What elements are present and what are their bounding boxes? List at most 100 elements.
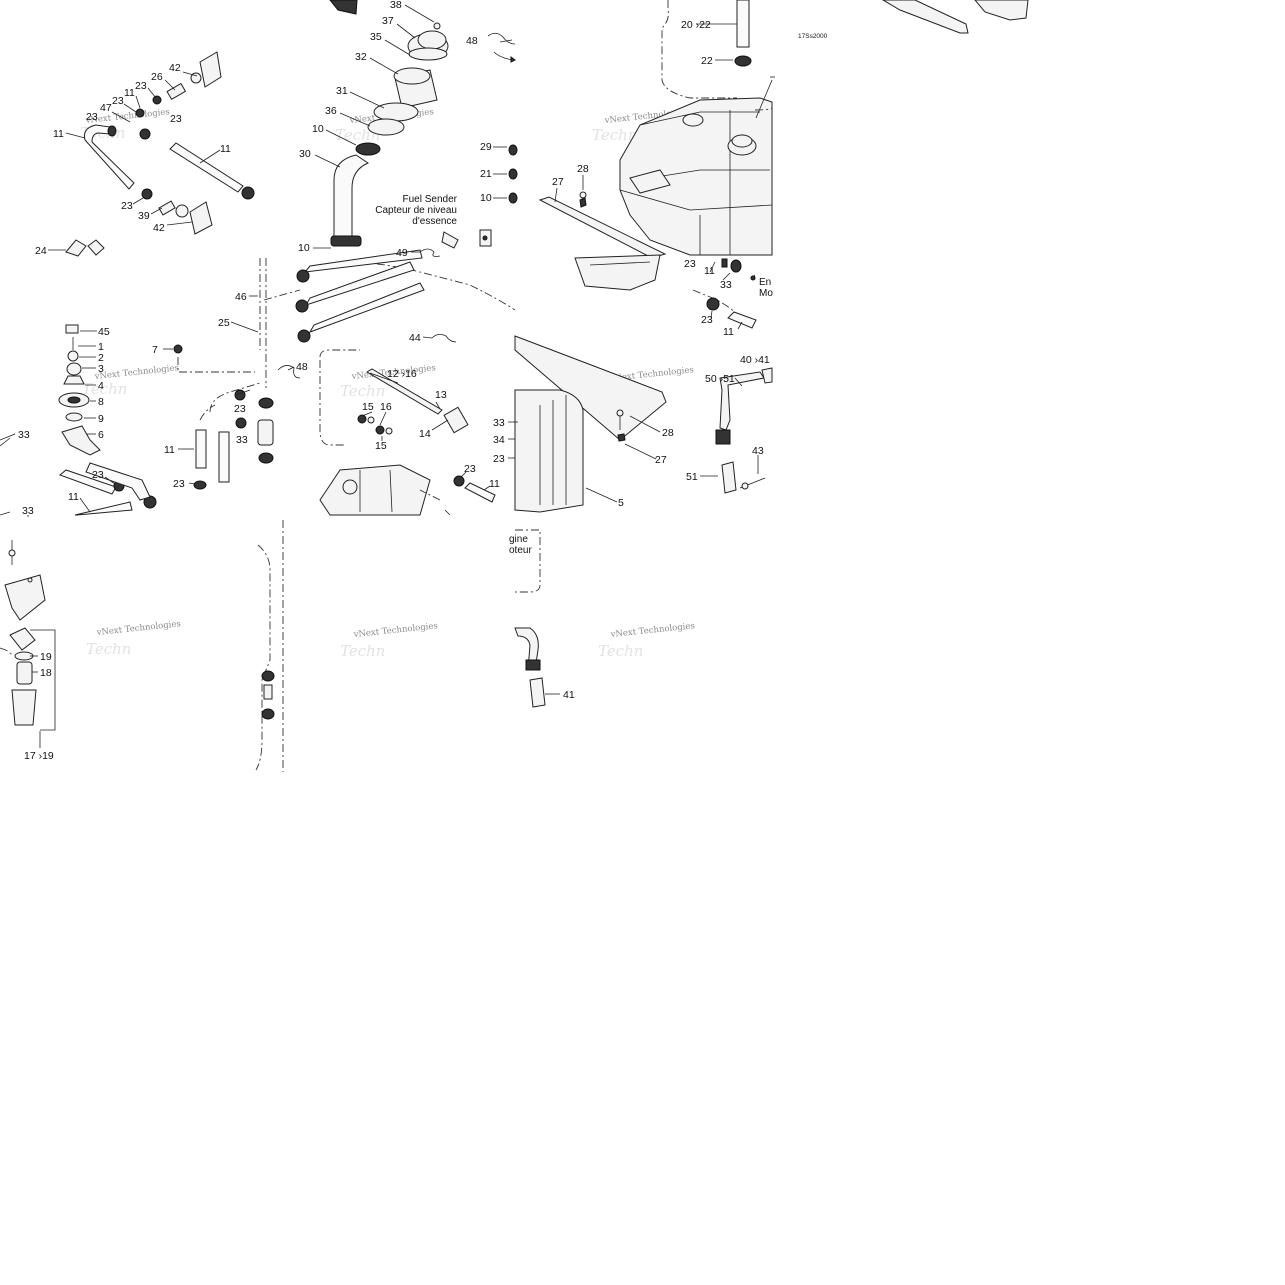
- callout-21: 21: [480, 168, 492, 180]
- callout-11: 11: [53, 128, 64, 140]
- callout-35: 35: [370, 31, 382, 43]
- watermark-text: vNext Technologies: [609, 621, 695, 640]
- callout-12-16: 12 ›16: [387, 368, 417, 380]
- callout-11: 11: [124, 87, 135, 99]
- fuel-sender-caption-line1: Fuel Sender: [403, 194, 458, 205]
- callout-16: 16: [380, 401, 392, 413]
- callout-23: 23: [684, 258, 696, 270]
- callout-28: 28: [662, 427, 674, 439]
- watermark-bg: Techn: [340, 382, 385, 400]
- callout-33: 33: [493, 417, 505, 429]
- callout-49: 49: [396, 247, 408, 259]
- callout-38: 38: [390, 0, 402, 11]
- callout-4: 4: [98, 380, 104, 392]
- callout-36: 36: [325, 105, 337, 117]
- callout-44: 44: [409, 332, 421, 344]
- callout-42: 42: [153, 222, 165, 234]
- callout-23: 23: [234, 403, 246, 415]
- engine-caption-oteur: oteur: [509, 545, 532, 556]
- callout-26: 26: [151, 71, 163, 83]
- leader-lines: [0, 4, 759, 748]
- callout-37: 37: [382, 15, 394, 27]
- strap-lower: [514, 627, 546, 708]
- callout-23: 23: [464, 463, 476, 475]
- fuel-sender-caption-line2: Capteur de niveau: [375, 205, 457, 216]
- callout-3: 3: [98, 363, 104, 375]
- watermark-bg: Techn: [340, 642, 385, 660]
- fuel-filter-assembly: [0, 540, 56, 731]
- callout-46: 46: [235, 291, 247, 303]
- callout-10: 10: [312, 123, 324, 135]
- callout-43: 43: [752, 445, 764, 457]
- callout-11: 11: [164, 444, 175, 456]
- fuel-tank-upper: [538, 0, 1029, 291]
- callout-13: 13: [435, 389, 447, 401]
- callout-23: 23: [493, 453, 505, 465]
- callout-23: 23: [135, 80, 147, 92]
- callout-6: 6: [98, 429, 104, 441]
- watermark-bg: Techn: [82, 380, 127, 398]
- callout-labels: 38 37 35 32 31 36 10 30 10 48 20 ›22 22 …: [18, 0, 828, 762]
- callout-45: 45: [98, 326, 110, 338]
- callout-18: 18: [40, 667, 52, 679]
- callout-23: 23: [121, 200, 133, 212]
- callout-28: 28: [577, 163, 589, 175]
- callout-8: 8: [98, 396, 104, 408]
- callout-17-19: 17 ›19: [24, 750, 54, 762]
- callout-14: 14: [419, 428, 431, 440]
- callout-15: 15: [375, 440, 387, 452]
- callout-33: 33: [18, 429, 30, 441]
- fuel-sender-caption-line3: d'essence: [412, 216, 457, 227]
- watermark-bg: Techn: [598, 642, 643, 660]
- callout-48: 48: [296, 361, 308, 373]
- callout-34: 34: [493, 434, 505, 446]
- callout-31: 31: [336, 85, 348, 97]
- callout-24: 24: [35, 245, 47, 257]
- callout-11: 11: [489, 478, 500, 490]
- callout-11: 11: [68, 491, 79, 503]
- engine-caption-mo: Mo: [759, 288, 773, 299]
- callout-29: 29: [480, 141, 492, 153]
- callout-9: 9: [98, 413, 104, 425]
- callout-50-51: 50 ›51: [705, 373, 735, 385]
- callout-1: 1: [98, 341, 104, 353]
- callout-42: 42: [169, 62, 181, 74]
- callout-25: 25: [218, 317, 230, 329]
- callout-23: 23: [86, 111, 98, 123]
- callout-47: 47: [100, 102, 112, 114]
- callout-11: 11: [220, 143, 231, 155]
- engine-caption-en: En: [759, 277, 771, 288]
- fuel-tank-lower: [514, 258, 773, 593]
- callout-23: 23: [92, 469, 104, 481]
- callout-27: 27: [655, 454, 667, 466]
- callout-10: 10: [480, 192, 492, 204]
- callout-11: 11: [704, 265, 715, 277]
- callout-11: 11: [723, 326, 734, 338]
- callout-10: 10: [298, 242, 310, 254]
- callout-40-41: 40 ›41: [740, 354, 770, 366]
- engine-caption-gine: gine: [509, 534, 528, 545]
- callout-51: 51: [686, 471, 698, 483]
- callout-23: 23: [170, 113, 182, 125]
- callout-7: 7: [152, 344, 158, 356]
- watermark-bg: Techn: [86, 640, 131, 658]
- callout-39: 39: [138, 210, 150, 222]
- callout-23: 23: [173, 478, 185, 490]
- fuel-valve-assembly: [0, 324, 255, 516]
- callout-27: 27: [552, 176, 564, 188]
- callout-32: 32: [355, 51, 367, 63]
- watermark-text: vNext Technologies: [352, 621, 438, 640]
- watermark-text: vNext Technologies: [93, 363, 179, 382]
- callout-33: 33: [720, 279, 732, 291]
- callout-23: 23: [701, 314, 713, 326]
- watermark-bg: Techn: [592, 126, 637, 144]
- callout-15: 15: [362, 401, 374, 413]
- callout-33: 33: [22, 505, 34, 517]
- hose-loop-lower: [255, 520, 284, 772]
- hose-assembly-left: [65, 51, 255, 257]
- reference-code: 17Ss2000: [798, 33, 828, 40]
- callout-41: 41: [563, 689, 575, 701]
- hose-and-carburetor-center: [193, 249, 516, 516]
- callout-23: 23: [112, 95, 124, 107]
